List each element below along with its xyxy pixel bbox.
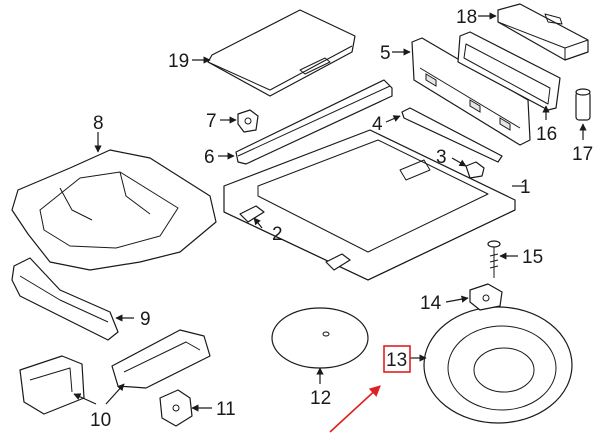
leader-lines (73, 12, 587, 412)
callout-11: 11 (216, 399, 236, 420)
callout-10: 10 (90, 410, 111, 431)
part-16-frame (457, 31, 561, 111)
part-11-bracket (159, 389, 193, 427)
part-8-trunk-liner (11, 149, 217, 271)
part-2-clip (239, 205, 351, 271)
callout-14: 14 (420, 293, 442, 314)
part-9-rear-support (11, 257, 119, 341)
callout-6: 6 (204, 147, 215, 168)
callout-15: 15 (522, 247, 543, 268)
callout-9: 9 (140, 309, 151, 330)
callout-19: 19 (168, 51, 189, 72)
part-12-disc (271, 307, 369, 369)
part-7-clip (237, 109, 259, 133)
part-15-bolt (487, 240, 501, 278)
part-6-sill-trim (235, 79, 393, 165)
callout-5: 5 (380, 43, 391, 64)
callout-18: 18 (456, 7, 477, 28)
callout-13-highlight-box (383, 345, 411, 373)
part-1-floor-board (223, 129, 516, 281)
part-18-storage-case (497, 3, 589, 61)
part-3-clip (465, 161, 485, 179)
callout-12: 12 (310, 388, 331, 409)
callout-2: 2 (272, 224, 283, 245)
callout-labels: 19 18 5 16 17 7 6 4 3 1 2 8 9 10 11 12 1… (90, 7, 593, 431)
part-4-clip (401, 107, 503, 163)
callout-13: 13 (386, 350, 407, 371)
callout-4: 4 (372, 114, 383, 135)
part-14-bracket (469, 283, 503, 311)
part-13-tire-tub (423, 306, 573, 424)
callout-3: 3 (436, 147, 447, 168)
callout-17: 17 (572, 144, 593, 165)
callout-13-highlight-arrow (329, 385, 381, 433)
part-5-side-panel (411, 37, 531, 146)
callout-1: 1 (520, 177, 531, 198)
callout-7: 7 (206, 111, 217, 132)
callout-16: 16 (536, 124, 557, 145)
part-19-cargo-cover (207, 9, 356, 97)
part-17-cylinder (575, 88, 591, 121)
callout-8: 8 (93, 113, 104, 134)
